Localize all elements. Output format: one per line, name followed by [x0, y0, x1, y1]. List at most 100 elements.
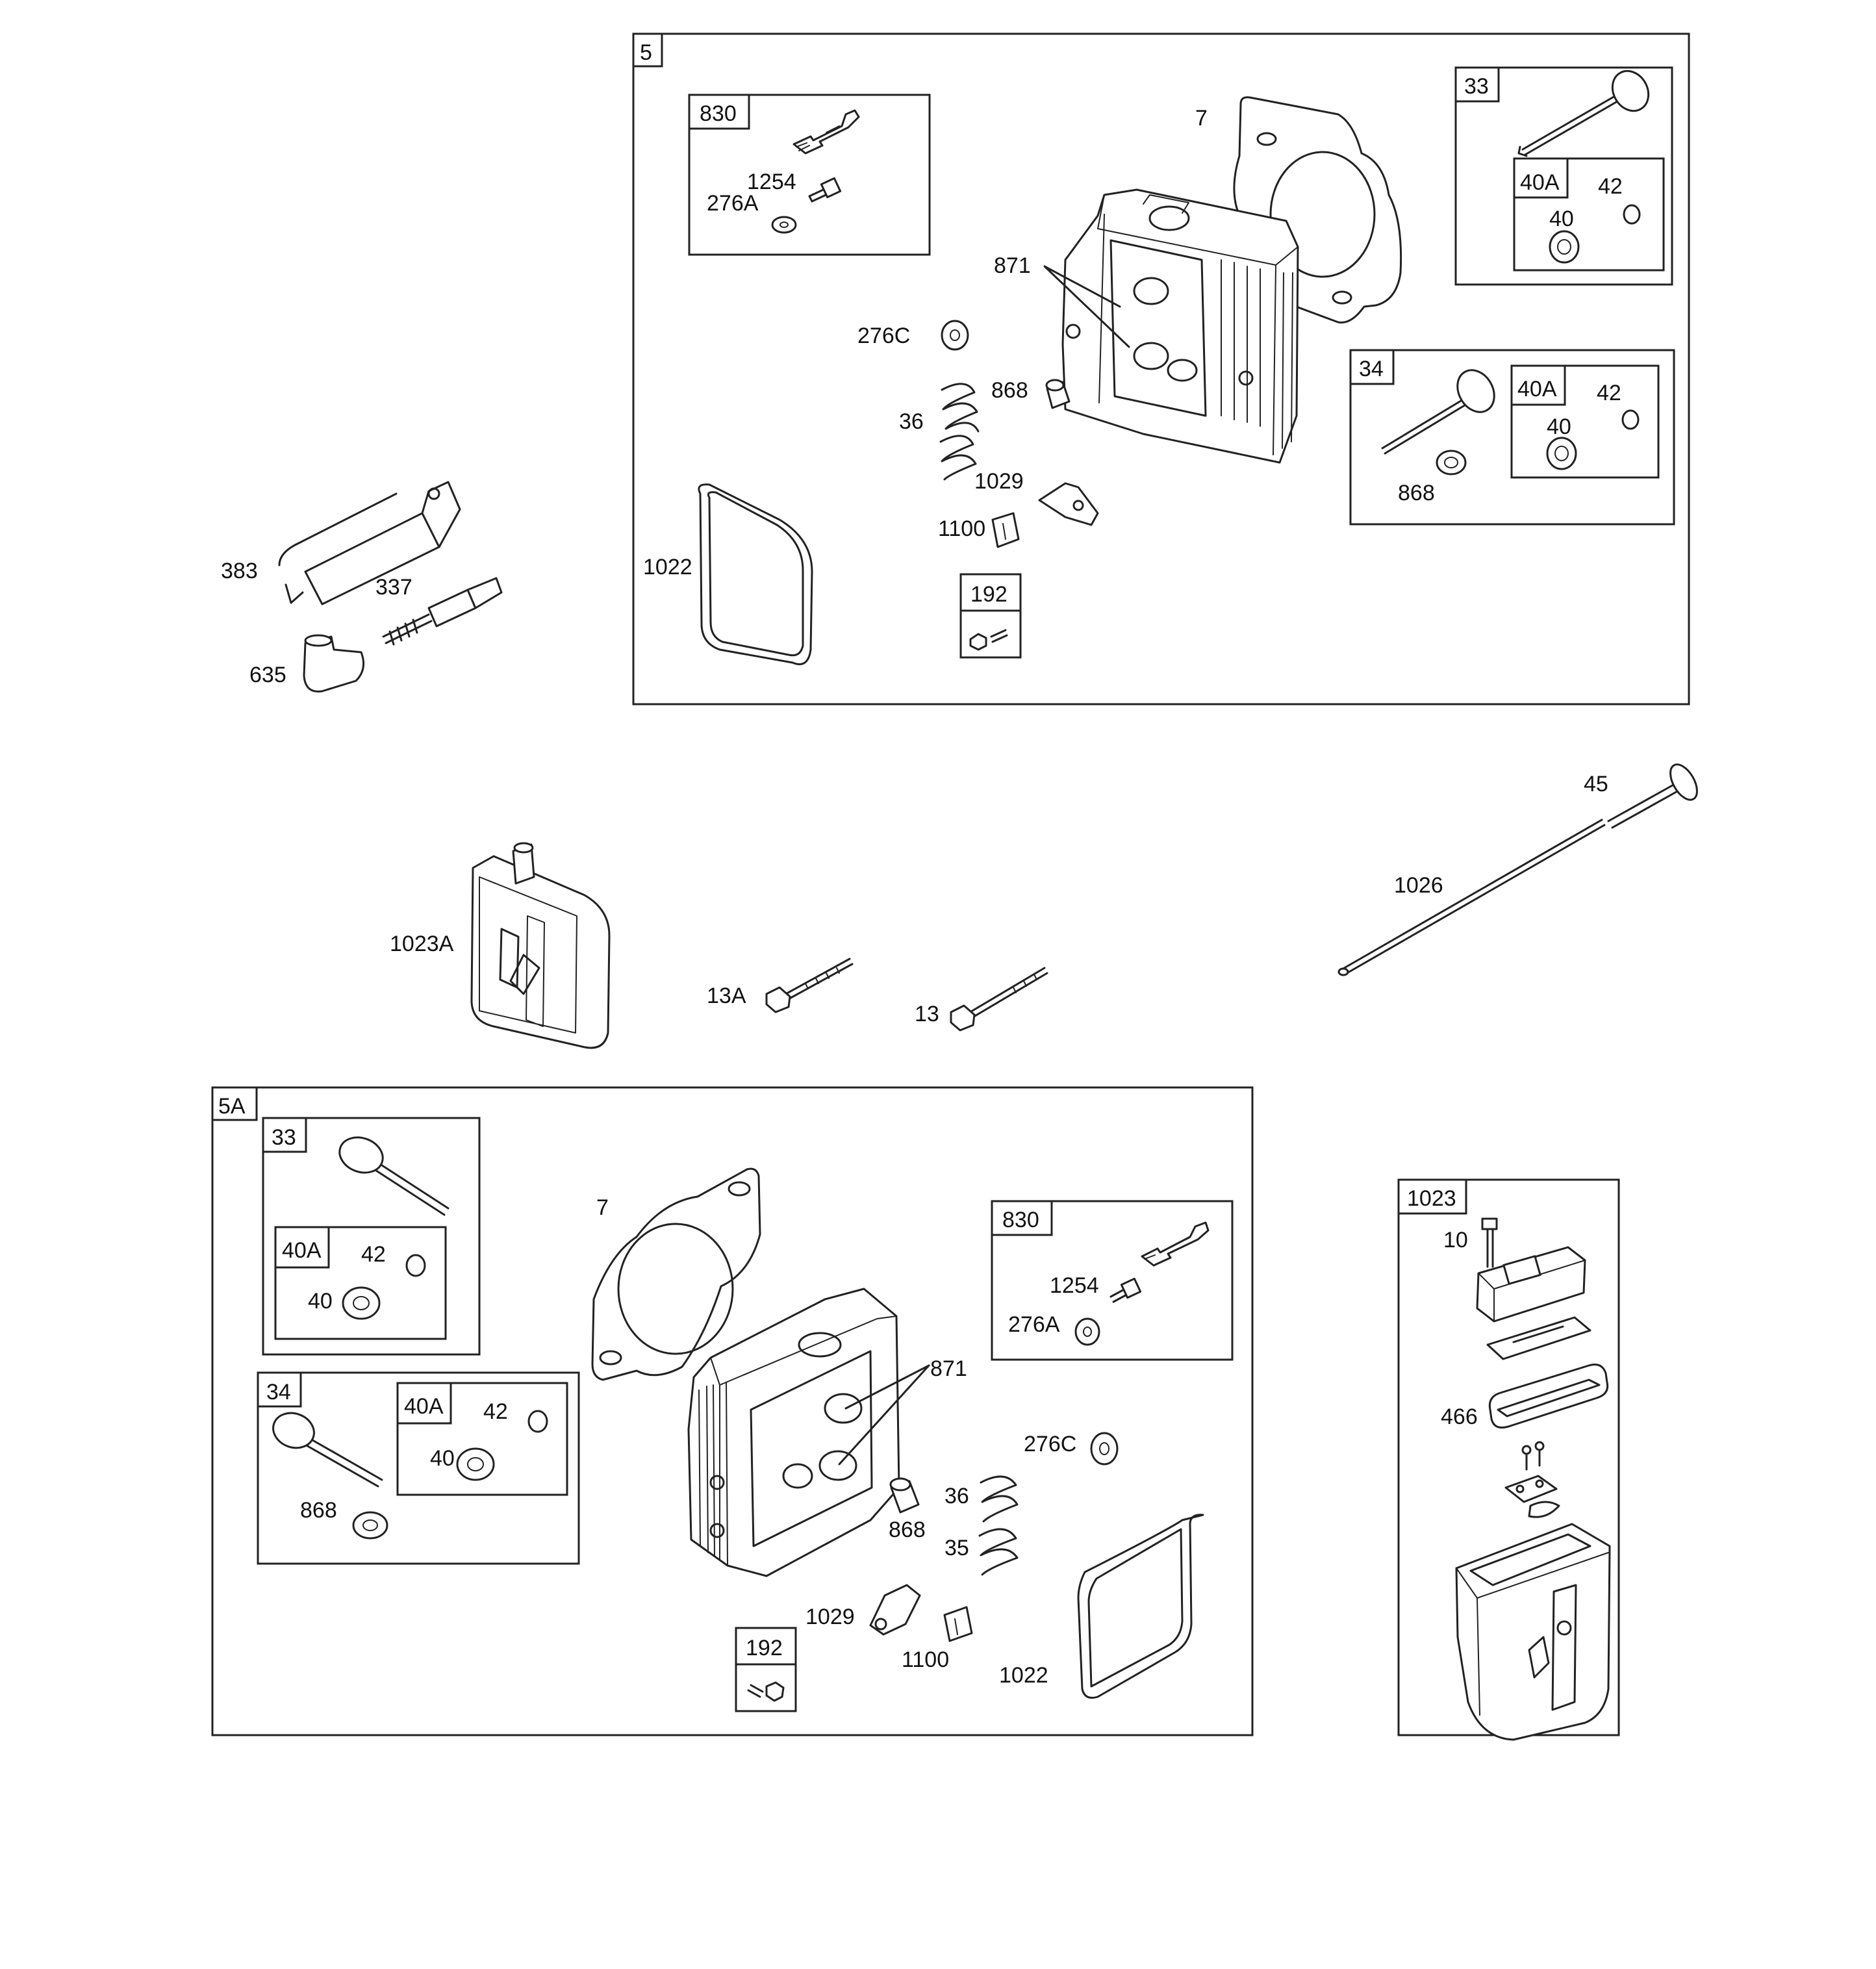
- label-1023A: 1023A: [390, 932, 454, 956]
- valve-cover-1023A-drawing: [470, 842, 611, 1049]
- screw-1254-bot-drawing: [1109, 1277, 1142, 1303]
- label-1022-top: 1022: [643, 555, 692, 579]
- group-1023-tag: [1397, 1178, 1467, 1215]
- group-830-top-label: 830: [700, 101, 737, 126]
- screws-drawing: [1521, 1441, 1545, 1471]
- seal-868-bot-drawing: [889, 1477, 920, 1514]
- label-466: 466: [1441, 1404, 1478, 1429]
- label-276A-top: 276A: [707, 191, 759, 216]
- retainer-40-top33-drawing: [1549, 230, 1580, 264]
- group-34-top-frame: [1349, 349, 1675, 526]
- group-33-top-label: 33: [1464, 74, 1489, 99]
- label-42-top33: 42: [1598, 174, 1623, 199]
- label-1100-bot: 1100: [902, 1647, 949, 1672]
- nut-screw-192-top-drawing: [969, 629, 1008, 651]
- label-1029-top: 1029: [974, 469, 1024, 494]
- label-13A: 13A: [707, 984, 746, 1008]
- nut-screw-192-bot-drawing: [747, 1681, 785, 1702]
- group-33-bot-label: 33: [272, 1125, 296, 1150]
- label-635: 635: [249, 663, 286, 687]
- retainer-40-bot33-drawing: [342, 1286, 381, 1320]
- label-42-bot34: 42: [483, 1399, 508, 1424]
- keeper-42-bot33-drawing: [405, 1254, 426, 1277]
- breather-cover-drawing: [1476, 1246, 1586, 1323]
- label-13: 13: [915, 1002, 939, 1026]
- label-868-top: 868: [991, 378, 1028, 403]
- label-871-top: 871: [994, 253, 1031, 278]
- label-383: 383: [221, 559, 258, 583]
- label-276C-top: 276C: [857, 324, 910, 348]
- cover-gasket-1022-bot-drawing: [1077, 1514, 1204, 1699]
- group-40A-bot34-frame: [396, 1382, 568, 1496]
- boot-635-drawing: [303, 634, 365, 692]
- washer-276C-bot-drawing: [1090, 1432, 1119, 1466]
- group-5A-label: 5A: [218, 1094, 246, 1119]
- stud-bot-drawing: [1141, 1221, 1210, 1267]
- label-276C-bot: 276C: [1024, 1432, 1076, 1456]
- group-40A-bot33-label: 40A: [282, 1238, 322, 1263]
- valve-34-top-drawing: [1381, 369, 1495, 455]
- valve-cover-1023-drawing: [1455, 1523, 1611, 1741]
- group-40A-top34-frame: [1510, 364, 1660, 479]
- spring-35-bot-drawing: [978, 1528, 1019, 1576]
- group-5A-frame: [211, 1086, 1254, 1736]
- group-33-bot-tag: [262, 1117, 307, 1153]
- group-34-bot-label: 34: [266, 1380, 291, 1404]
- bolt-13-drawing: [950, 967, 1048, 1032]
- label-40-top34: 40: [1547, 414, 1571, 439]
- label-7-top: 7: [1195, 106, 1208, 131]
- group-33-top-frame: [1454, 66, 1673, 286]
- label-42-top34: 42: [1597, 381, 1621, 405]
- label-1254-bot: 1254: [1050, 1273, 1099, 1298]
- guide-1100-top-drawing: [991, 512, 1020, 548]
- label-40-top33: 40: [1549, 207, 1574, 231]
- label-40-bot33: 40: [308, 1289, 333, 1314]
- cylinder-head-top-drawing: [1061, 188, 1299, 464]
- group-34-top-label: 34: [1359, 357, 1384, 381]
- label-40-bot34: 40: [430, 1446, 455, 1471]
- group-40A-bot34-label: 40A: [404, 1394, 444, 1419]
- group-40A-top34-tag: [1510, 364, 1566, 406]
- group-40A-bot33-tag: [274, 1226, 330, 1269]
- leader-871-top: [1043, 265, 1130, 348]
- leader-871-bot: [838, 1364, 930, 1466]
- cylinder-head-bot-drawing: [687, 1288, 900, 1577]
- breather-gasket-drawing: [1486, 1316, 1591, 1360]
- group-830-bot-label: 830: [1002, 1208, 1039, 1232]
- cover-gasket-1022-top-drawing: [698, 483, 813, 665]
- group-40A-top33-tag: [1513, 157, 1569, 199]
- group-5-frame: [632, 32, 1690, 705]
- head-gasket-7-bot-drawing: [591, 1167, 761, 1381]
- keeper-42-bot34-drawing: [527, 1410, 548, 1433]
- group-5A-tag: [211, 1086, 258, 1121]
- group-1023-label: 1023: [1407, 1186, 1456, 1211]
- group-34-bot-tag: [257, 1371, 302, 1408]
- label-1100-top: 1100: [938, 516, 985, 541]
- label-1022-bot: 1022: [999, 1663, 1048, 1688]
- group-192-bot-tag: [735, 1627, 797, 1666]
- retainer-40-top34-drawing: [1546, 437, 1577, 470]
- label-42-bot33: 42: [361, 1242, 386, 1267]
- label-36-top: 36: [899, 409, 924, 434]
- washer-276C-top-drawing: [941, 320, 969, 351]
- pushrod-tip-45-drawing: [1607, 763, 1698, 829]
- retainer-40-bot34-drawing: [456, 1447, 495, 1481]
- spring-36-top-drawing: [939, 383, 980, 481]
- label-276A-bot: 276A: [1008, 1312, 1060, 1337]
- group-40A-top33-label: 40A: [1520, 170, 1560, 195]
- group-34-top-tag: [1349, 349, 1395, 385]
- keeper-42-top33-drawing: [1623, 204, 1641, 225]
- label-1029-bot: 1029: [805, 1605, 855, 1629]
- spring-36-bot-drawing: [980, 1475, 1019, 1523]
- label-871-bot: 871: [930, 1356, 967, 1381]
- gasket-466-drawing: [1488, 1364, 1609, 1429]
- keeper-42-top34-drawing: [1621, 409, 1640, 430]
- group-830-bot-tag: [991, 1200, 1053, 1236]
- label-45: 45: [1584, 772, 1608, 796]
- washer-276A-drawing: [771, 216, 797, 234]
- group-34-bot-frame: [257, 1371, 580, 1565]
- group-40A-bot33-frame: [274, 1226, 447, 1340]
- group-192-bot-label: 192: [746, 1636, 783, 1660]
- group-40A-top34-label: 40A: [1517, 377, 1557, 401]
